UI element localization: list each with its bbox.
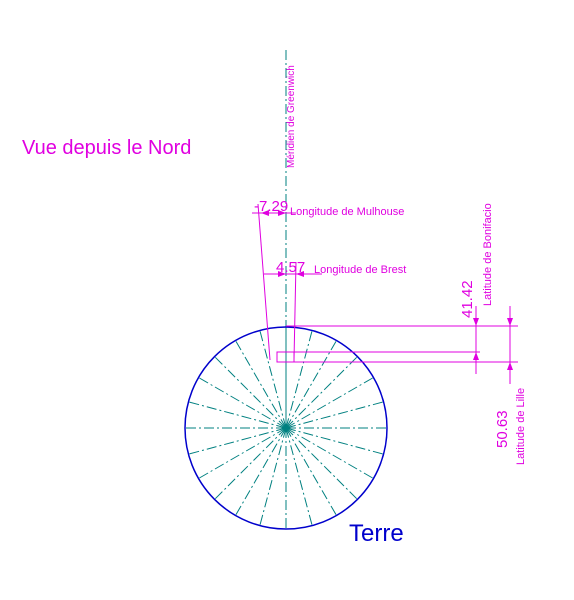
latitude-extensions xyxy=(276,325,518,363)
earth-spoke xyxy=(259,331,287,429)
earth-circle xyxy=(184,326,388,530)
meridian-label: Méridien de Greenwich xyxy=(286,65,297,168)
earth-spoke xyxy=(235,341,287,429)
mulhouse-label: Longitude de Mulhouse xyxy=(290,206,404,218)
earth-spoke xyxy=(285,341,337,429)
lille-dimension: 50.63 Latitude de Lille xyxy=(494,306,527,465)
bonifacio-dimension: 41.42 Latitude de Bonifacio xyxy=(459,203,494,374)
earth-spoke xyxy=(235,427,287,515)
earth-spoke xyxy=(285,401,383,429)
earth-spoke xyxy=(285,356,358,429)
earth-spoke xyxy=(285,427,337,515)
earth-spoke xyxy=(214,356,287,429)
earth-spoke xyxy=(189,427,287,455)
view-title: Vue depuis le Nord xyxy=(22,137,191,159)
earth-spoke xyxy=(189,401,287,429)
earth-spoke xyxy=(285,427,373,479)
earth-spoke xyxy=(199,377,287,429)
bonifacio-label: Latitude de Bonifacio xyxy=(482,203,494,306)
earth-spokes xyxy=(186,328,386,528)
earth-spoke xyxy=(214,427,287,500)
brest-dimension: 4.57 Longitude de Brest xyxy=(264,259,406,361)
mulhouse-dimension: -7.29 Longitude de Mulhouse xyxy=(252,198,404,361)
earth-spoke xyxy=(285,427,383,455)
location-marker xyxy=(276,351,295,363)
brest-value: 4.57 xyxy=(276,259,305,276)
mulhouse-value: -7.29 xyxy=(254,198,288,215)
earth-spoke xyxy=(259,427,287,525)
earth-label: Terre xyxy=(349,520,404,547)
brest-label: Longitude de Brest xyxy=(314,264,406,276)
earth-spoke xyxy=(285,331,313,429)
bonifacio-value: 41.42 xyxy=(459,280,476,318)
earth-spoke xyxy=(199,427,287,479)
lille-label: Latitude de Lille xyxy=(515,388,527,465)
lille-value: 50.63 xyxy=(494,410,511,448)
earth-spoke xyxy=(285,427,313,525)
earth-spoke xyxy=(285,427,358,500)
earth-spoke xyxy=(285,377,373,429)
